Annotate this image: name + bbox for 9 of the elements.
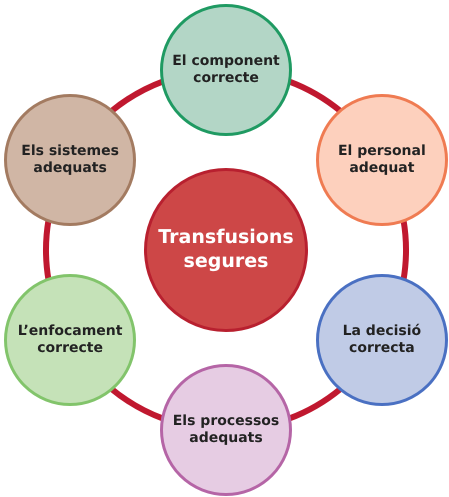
- node-label: La decisió correcta: [342, 322, 422, 358]
- node-label: L’enfocament correcte: [16, 322, 124, 358]
- node-label: Transfusions segures: [157, 226, 295, 274]
- node-label: El component correcte: [171, 52, 281, 88]
- node-label: Els processos adequats: [172, 412, 280, 448]
- ring-connector: [43, 220, 52, 280]
- node-label: El personal adequat: [336, 142, 427, 178]
- node-label: Els sistemes adequats: [20, 142, 120, 178]
- ring-connector: [400, 220, 409, 280]
